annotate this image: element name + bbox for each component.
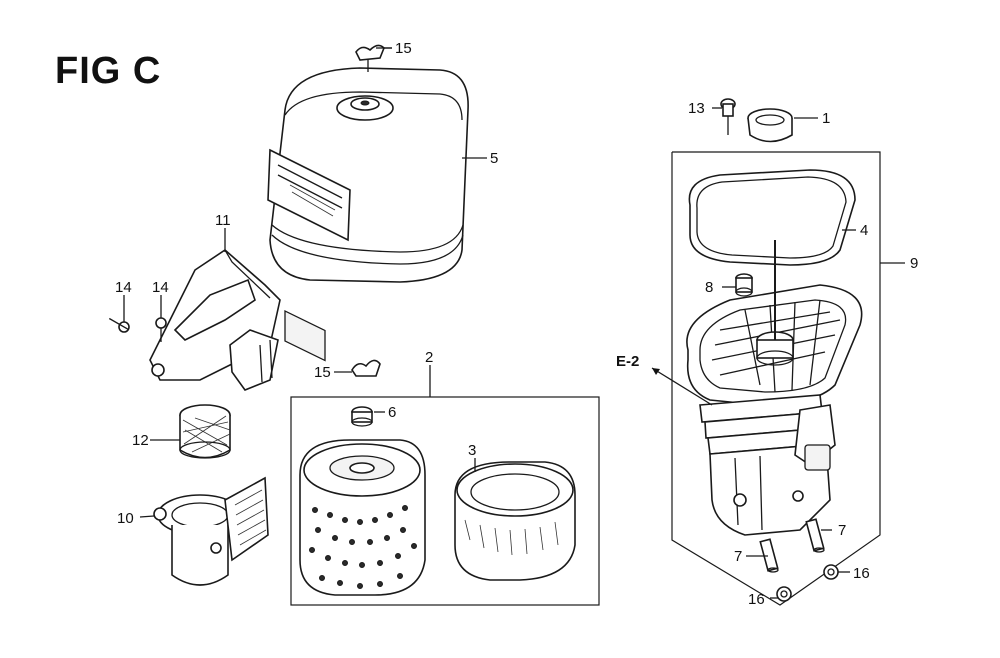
label-10: 10 [117, 510, 134, 527]
label-4: 4 [860, 222, 868, 239]
paper-filter-element [299, 439, 426, 596]
label-6: 6 [388, 404, 396, 421]
label-16-left: 16 [748, 591, 765, 608]
label-1: 1 [822, 110, 830, 127]
part-1-seal-ring [747, 108, 793, 143]
label-15-top: 15 [395, 40, 412, 57]
label-16-right: 16 [853, 565, 870, 582]
part-10-air-cleaner-cup [153, 476, 269, 586]
part-5-air-cleaner-cover [267, 67, 469, 362]
label-13: 13 [688, 100, 705, 117]
part-12-filter-screen [179, 404, 231, 459]
part-14-bolt-left [108, 317, 130, 333]
label-9: 9 [910, 255, 918, 272]
leader-lines [123, 47, 856, 599]
label-8: 8 [705, 279, 713, 296]
part-11-air-guide [149, 248, 281, 391]
part-16-nut-left [776, 586, 792, 602]
part-7-stud-right [805, 518, 825, 553]
label-2: 2 [425, 349, 433, 366]
label-7-left: 7 [734, 548, 742, 565]
label-12: 12 [132, 432, 149, 449]
part-8-collar [735, 273, 753, 297]
part-6-grommet [351, 406, 373, 427]
figure-title: FIG C [55, 50, 162, 92]
part-15-wing-nut-lower [351, 359, 381, 377]
label-e2-reference: E-2 [616, 353, 639, 370]
label-7-right: 7 [838, 522, 846, 539]
label-14-right: 14 [152, 279, 169, 296]
label-14-left: 14 [115, 279, 132, 296]
label-15-lower: 15 [314, 364, 331, 381]
part-16-nut-right [823, 564, 839, 580]
part-4-gasket [688, 169, 856, 266]
label-11: 11 [215, 212, 231, 229]
part-3-foam-element [454, 461, 576, 581]
air-cleaner-case [686, 240, 863, 536]
e2-arrowhead [652, 368, 660, 375]
label-5: 5 [490, 150, 498, 167]
part-2-element-box [290, 365, 600, 606]
label-3: 3 [468, 442, 476, 459]
part-13-bolt [720, 98, 736, 135]
